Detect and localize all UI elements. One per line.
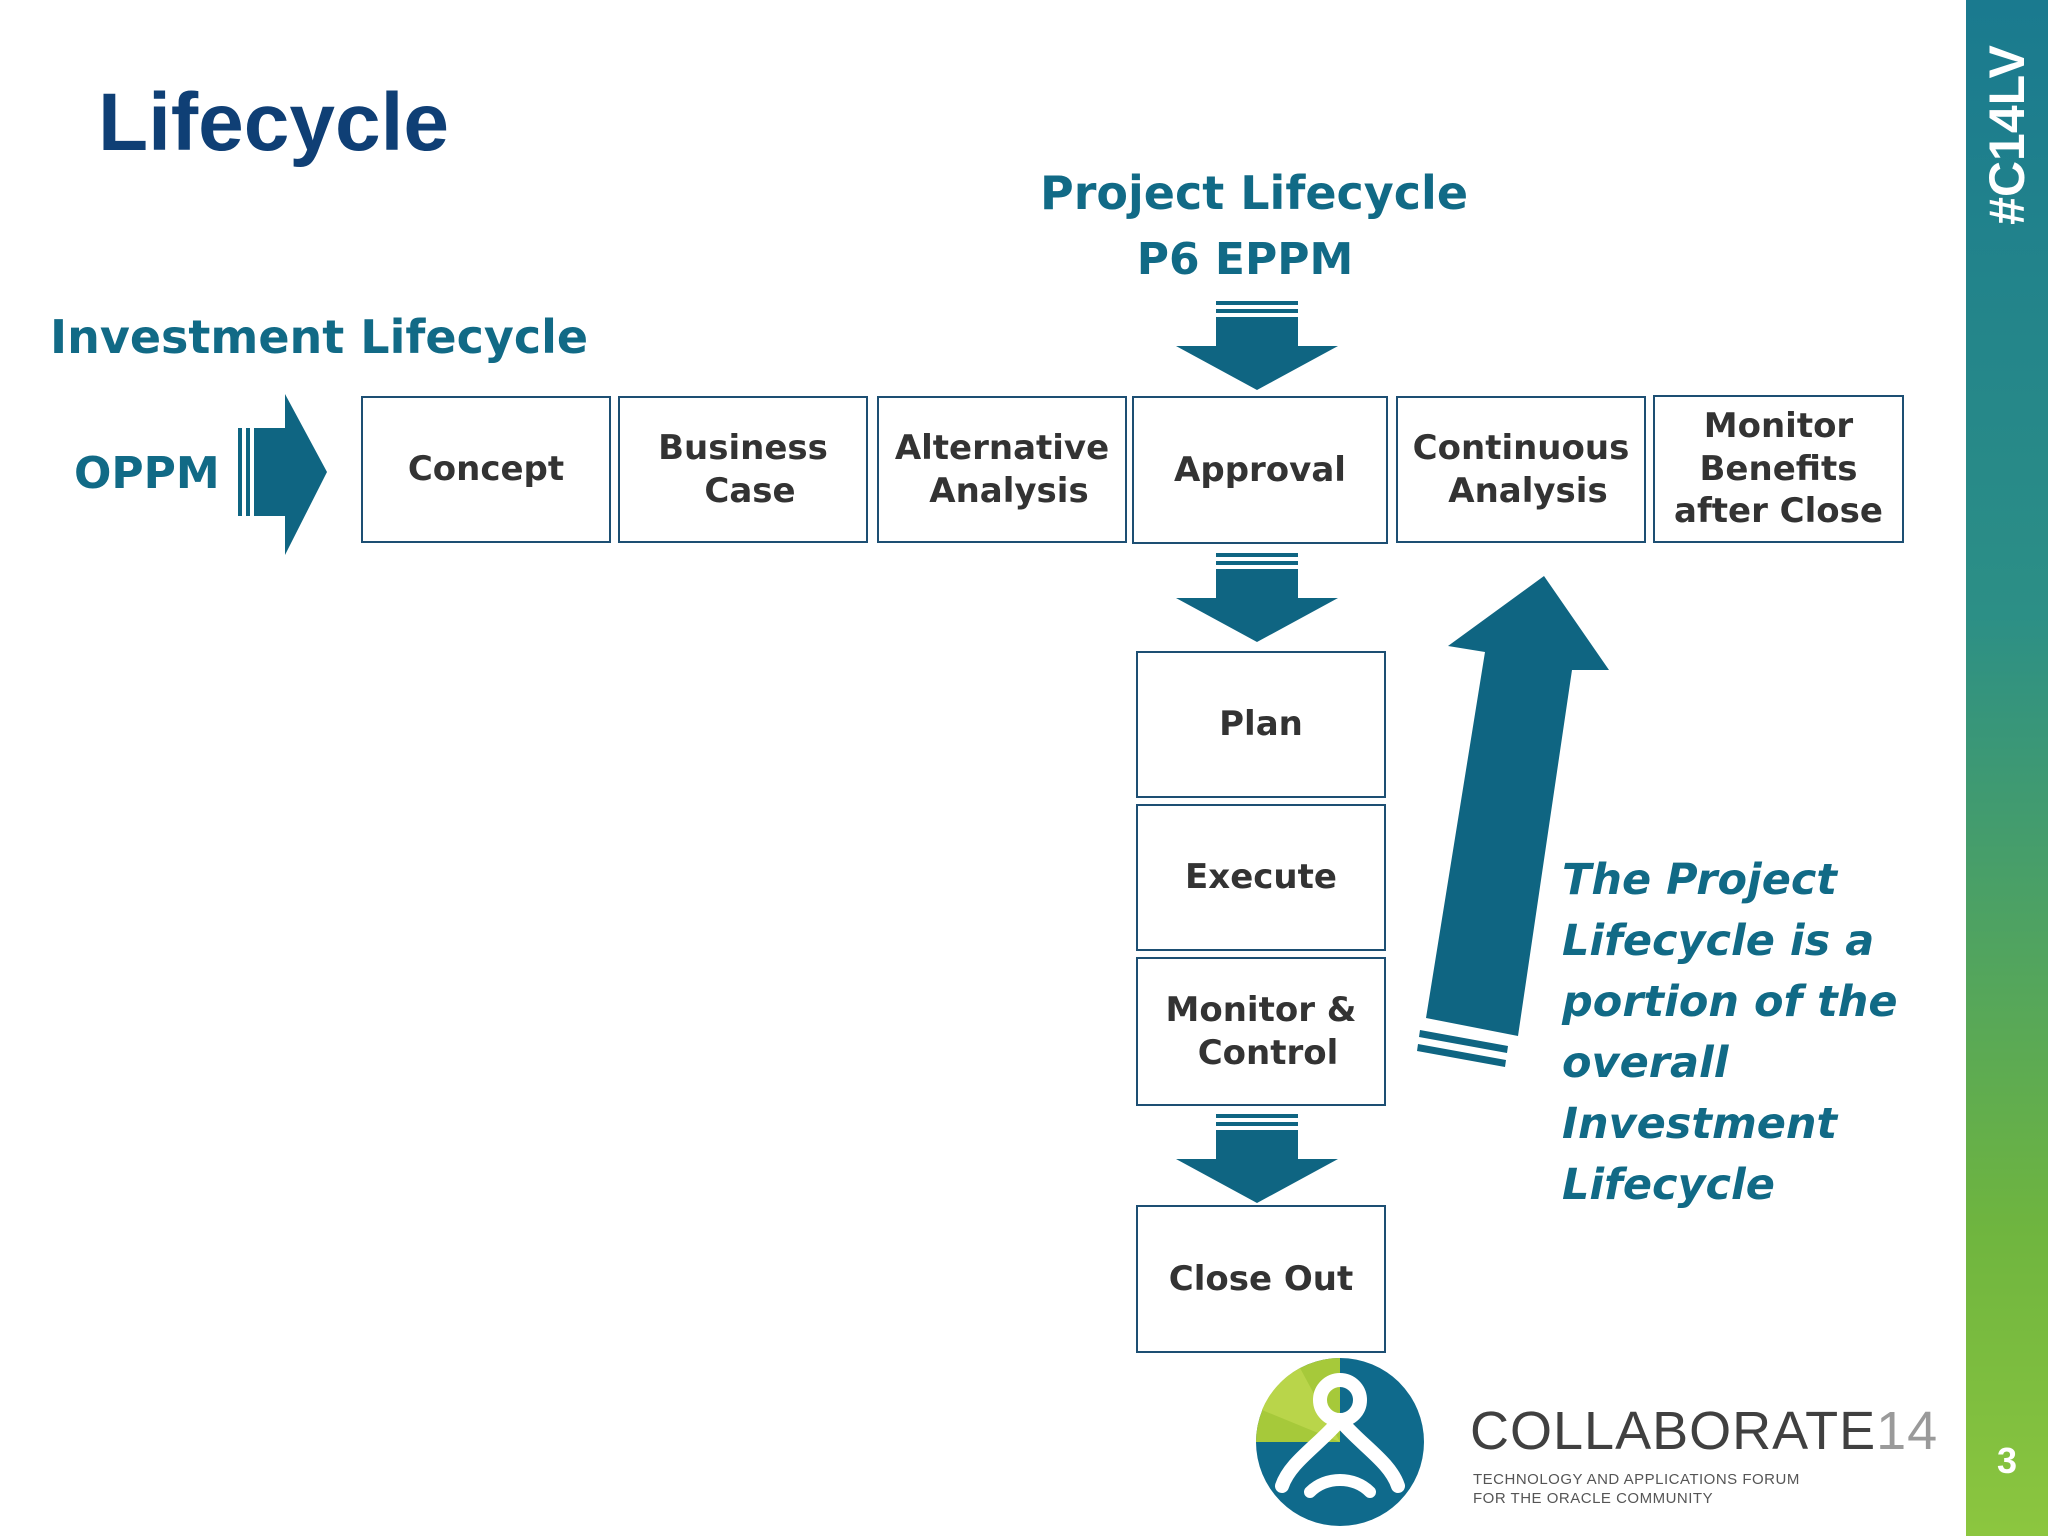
step-close-out: Close Out [1136, 1205, 1386, 1353]
hashtag: #C14LV [1979, 45, 2035, 225]
project-lifecycle-label: Project Lifecycle [1040, 166, 1469, 220]
step-approval: Approval [1132, 396, 1388, 544]
investment-lifecycle-label: Investment Lifecycle [50, 310, 589, 364]
step-plan: Plan [1136, 651, 1386, 798]
step-monitor-control: Monitor &Control [1136, 957, 1386, 1106]
lifecycle-note: The Project Lifecycle is a portion of th… [1562, 855, 1898, 1210]
diagram-arrows [238, 301, 1609, 1526]
sidebar-gradient [1966, 0, 2048, 1536]
p6-down-arrow [1176, 301, 1338, 390]
logo-brand: COLLABORATE14 [1470, 1401, 1939, 1461]
return-up-arrow [1417, 576, 1609, 1067]
step-concept: Concept [361, 396, 611, 543]
step-execute: Execute [1136, 804, 1386, 951]
p6-eppm-label: P6 EPPM [1136, 234, 1354, 285]
page-number: 3 [1996, 1440, 2018, 1481]
oppm-arrow [238, 394, 327, 555]
oppm-label: OPPM [74, 448, 220, 499]
control-to-close-arrow [1176, 1114, 1338, 1203]
slide-title: Lifecycle [98, 77, 449, 168]
logo-tagline: TECHNOLOGY AND APPLICATIONS FORUM FOR TH… [1473, 1471, 1800, 1507]
approval-to-plan-arrow [1176, 553, 1338, 642]
collaborate-logo-icon [1256, 1358, 1424, 1526]
